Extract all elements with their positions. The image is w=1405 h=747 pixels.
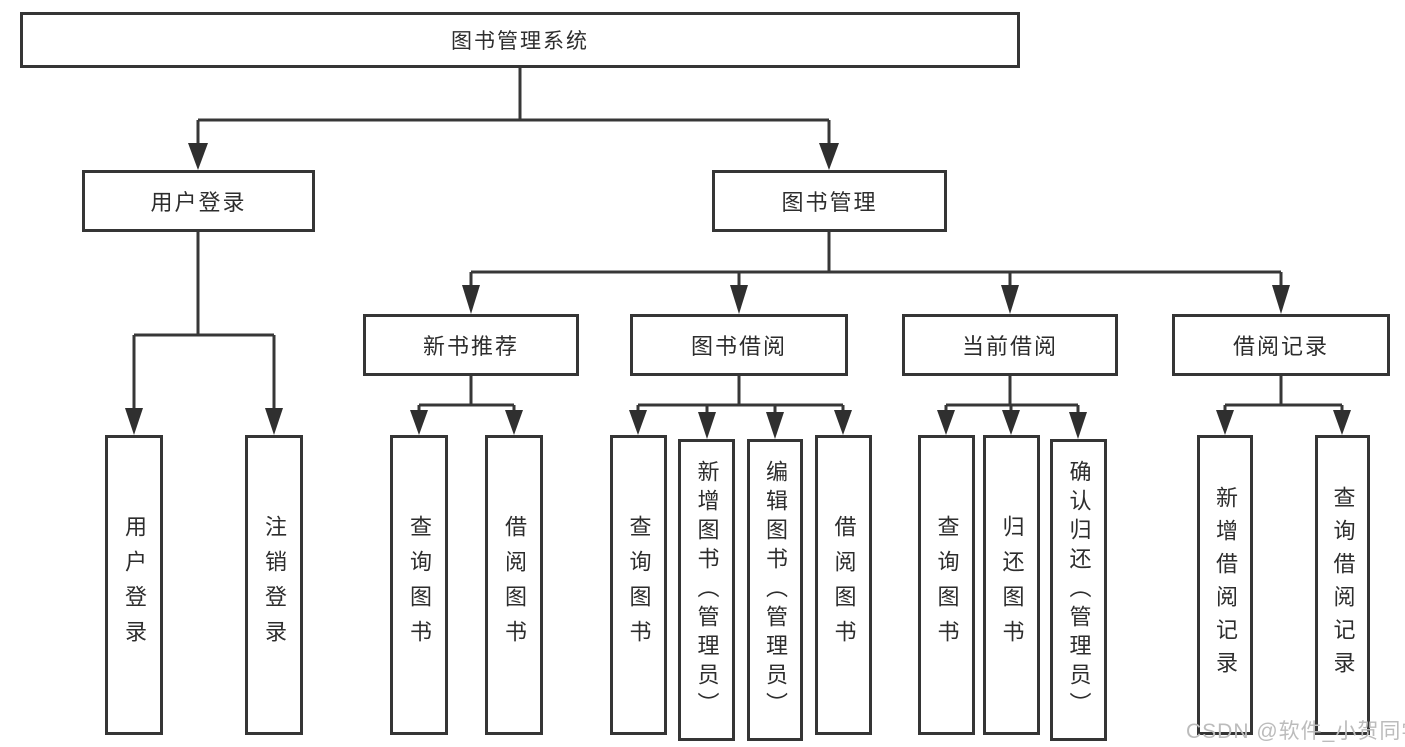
- leaf-query-books-1: 查询图书: [390, 435, 448, 735]
- arrowheads-user-login-leaves: [125, 408, 283, 435]
- arrowheads-new-book-recommendation: [410, 410, 523, 435]
- node-book-borrowing: 图书借阅: [630, 314, 848, 376]
- leaf-return-books: 归还图书: [983, 435, 1040, 735]
- connector-book-management-to-level3: [469, 232, 1283, 286]
- leaf-borrow-books-1: 借阅图书: [485, 435, 543, 735]
- node-book-management: 图书管理: [712, 170, 947, 232]
- connector-current-borrowing-to-leaves: [944, 376, 1080, 413]
- leaf-query-borrow-record: 查询借阅记录: [1315, 435, 1370, 735]
- connector-book-borrowing-to-leaves: [636, 376, 845, 413]
- connector-user-login-to-leaves: [132, 232, 276, 410]
- node-current-borrowing: 当前借阅: [902, 314, 1118, 376]
- leaf-add-borrow-record: 新增借阅记录: [1197, 435, 1253, 735]
- connector-root-to-level2: [196, 68, 831, 144]
- connector-new-book-recommendation-to-leaves: [417, 376, 516, 411]
- leaf-query-books-3: 查询图书: [918, 435, 975, 735]
- node-new-book-recommendation: 新书推荐: [363, 314, 579, 376]
- arrowheads-level2: [188, 143, 839, 170]
- connector-borrowing-records-to-leaves: [1223, 376, 1344, 411]
- leaf-query-books-2: 查询图书: [610, 435, 667, 735]
- arrowheads-level3: [462, 285, 1290, 314]
- node-borrowing-records: 借阅记录: [1172, 314, 1390, 376]
- leaf-user-login: 用户登录: [105, 435, 163, 735]
- leaf-add-books-admin: 新增图书（管理员）: [678, 439, 735, 741]
- leaf-logout: 注销登录: [245, 435, 303, 735]
- leaf-borrow-books-2: 借阅图书: [815, 435, 872, 735]
- arrowheads-current-borrowing: [937, 410, 1087, 439]
- leaf-confirm-return-admin: 确认归还（管理员）: [1050, 439, 1107, 741]
- arrowheads-borrowing-records: [1216, 410, 1351, 435]
- csdn-watermark: CSDN @软件_小贺同学: [1186, 720, 1405, 743]
- arrowheads-book-borrowing: [629, 410, 852, 439]
- node-user-login: 用户登录: [82, 170, 315, 232]
- leaf-edit-books-admin: 编辑图书（管理员）: [747, 439, 803, 741]
- node-library-management-system: 图书管理系统: [20, 12, 1020, 68]
